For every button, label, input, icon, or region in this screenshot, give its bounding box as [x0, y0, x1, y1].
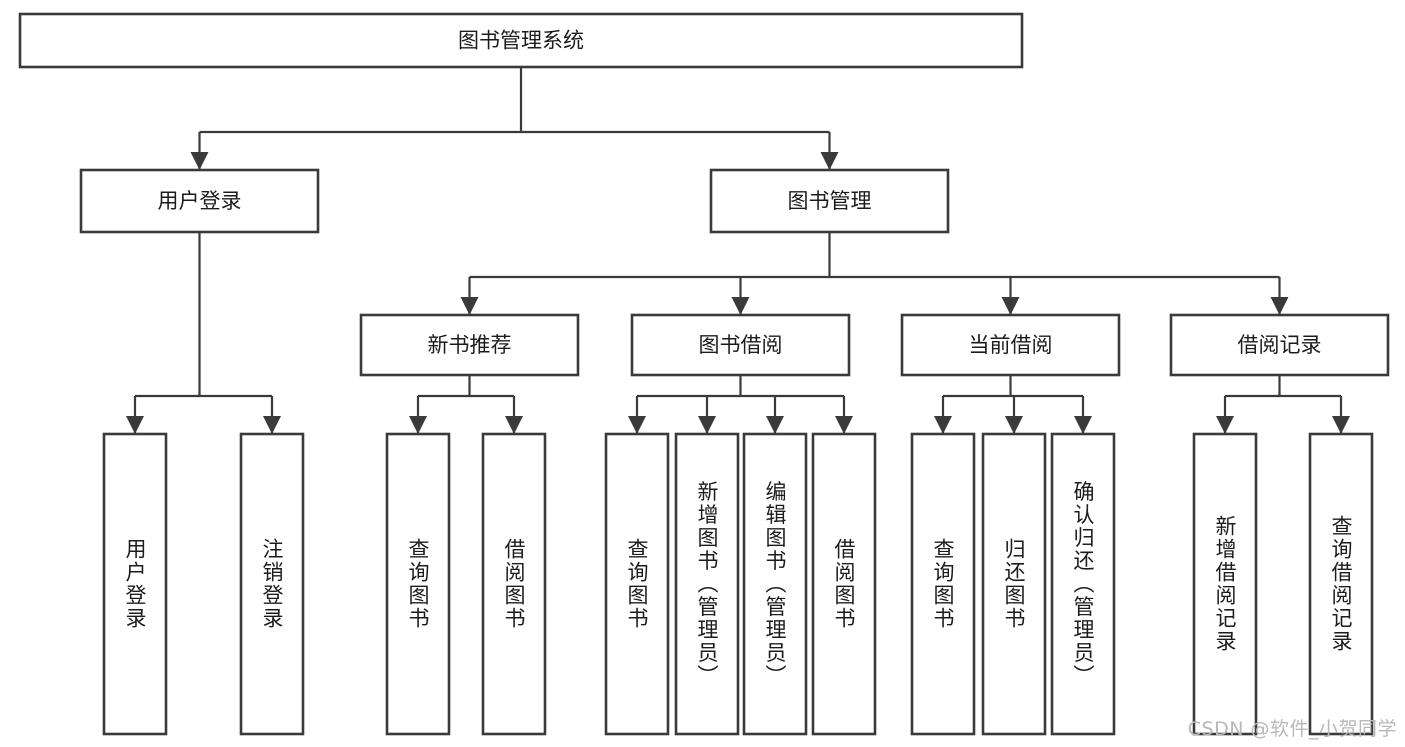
- node-box: [981, 432, 1047, 736]
- arrow-head: [628, 416, 646, 434]
- node-leaf-borrow-book-1[interactable]: 借阅图书: [481, 432, 547, 736]
- node-l2-current-borrow[interactable]: 当前借阅: [900, 313, 1121, 377]
- node-layer: 图书管理系统用户登录图书管理新书推荐图书借阅当前借阅借阅记录用户登录注销登录查询…: [18, 12, 1390, 736]
- arrow-head: [190, 152, 209, 170]
- node-label: 查询借阅记录: [1329, 515, 1353, 653]
- node-box: [811, 432, 877, 736]
- node-root[interactable]: 图书管理系统: [18, 12, 1024, 69]
- arrow-head: [460, 297, 479, 315]
- node-leaf-return-book[interactable]: 归还图书: [981, 432, 1047, 736]
- node-label: 用户登录: [123, 538, 147, 630]
- node-leaf-edit-book[interactable]: 编辑图书（管理员）: [742, 432, 808, 736]
- arrow-head: [126, 416, 144, 434]
- node-label: 图书管理系统: [458, 29, 584, 53]
- node-label: 编辑图书（管理员）: [763, 481, 787, 688]
- node-leaf-query-record[interactable]: 查询借阅记录: [1308, 432, 1374, 736]
- node-l1-book-mgmt[interactable]: 图书管理: [709, 168, 950, 234]
- node-box: [18, 12, 1024, 69]
- node-leaf-add-book[interactable]: 新增图书（管理员）: [674, 432, 740, 736]
- node-label: 用户登录: [158, 189, 242, 213]
- arrow-head: [1270, 297, 1289, 315]
- arrow-head: [1216, 416, 1234, 434]
- node-box: [1050, 432, 1116, 736]
- node-label: 新书推荐: [428, 333, 512, 357]
- node-box: [604, 432, 670, 736]
- arrow-head: [698, 416, 716, 434]
- node-box: [630, 313, 851, 377]
- arrow-head: [835, 416, 853, 434]
- node-label: 归还图书: [1002, 538, 1026, 630]
- node-box: [481, 432, 547, 736]
- node-label: 图书借阅: [699, 333, 783, 357]
- node-label: 借阅图书: [832, 538, 856, 630]
- node-box: [742, 432, 808, 736]
- node-box: [709, 168, 950, 234]
- node-label: 确认归还（管理员）: [1071, 481, 1095, 688]
- node-box: [900, 313, 1121, 377]
- node-box: [359, 313, 580, 377]
- node-label: 当前借阅: [969, 333, 1053, 357]
- node-l1-user-login[interactable]: 用户登录: [79, 168, 320, 234]
- node-label: 借阅图书: [502, 538, 526, 630]
- arrow-head: [409, 416, 427, 434]
- arrow-head: [1074, 416, 1092, 434]
- arrow-head: [1005, 416, 1023, 434]
- arrow-head: [731, 297, 750, 315]
- node-leaf-user-login[interactable]: 用户登录: [102, 432, 168, 736]
- node-leaf-query-book-3[interactable]: 查询图书: [910, 432, 976, 736]
- node-box: [910, 432, 976, 736]
- node-box: [1192, 432, 1258, 736]
- node-box: [79, 168, 320, 234]
- node-leaf-confirm-return[interactable]: 确认归还（管理员）: [1050, 432, 1116, 736]
- node-label: 新增借阅记录: [1213, 515, 1237, 653]
- node-leaf-query-book-1[interactable]: 查询图书: [385, 432, 451, 736]
- node-label: 新增图书（管理员）: [695, 481, 719, 688]
- arrow-head: [1332, 416, 1350, 434]
- arrow-head: [766, 416, 784, 434]
- arrow-head: [505, 416, 523, 434]
- node-l2-borrow-record[interactable]: 借阅记录: [1169, 313, 1390, 377]
- node-box: [102, 432, 168, 736]
- node-label: 借阅记录: [1238, 333, 1322, 357]
- arrow-head: [820, 152, 839, 170]
- node-leaf-logout[interactable]: 注销登录: [239, 432, 305, 736]
- node-l2-book-borrow[interactable]: 图书借阅: [630, 313, 851, 377]
- node-label: 查询图书: [625, 538, 649, 630]
- node-label: 注销登录: [260, 538, 284, 630]
- arrow-head: [263, 416, 281, 434]
- node-label: 查询图书: [406, 538, 430, 630]
- node-box: [239, 432, 305, 736]
- node-label: 图书管理: [788, 189, 872, 213]
- node-leaf-borrow-book-2[interactable]: 借阅图书: [811, 432, 877, 736]
- node-box: [385, 432, 451, 736]
- arrow-head: [934, 416, 952, 434]
- node-box: [1308, 432, 1374, 736]
- node-leaf-add-record[interactable]: 新增借阅记录: [1192, 432, 1258, 736]
- node-box: [1169, 313, 1390, 377]
- node-l2-new-book-rec[interactable]: 新书推荐: [359, 313, 580, 377]
- arrow-head: [1001, 297, 1020, 315]
- node-box: [674, 432, 740, 736]
- node-label: 查询图书: [931, 538, 955, 630]
- connector-layer: [126, 67, 1350, 434]
- node-leaf-query-book-2[interactable]: 查询图书: [604, 432, 670, 736]
